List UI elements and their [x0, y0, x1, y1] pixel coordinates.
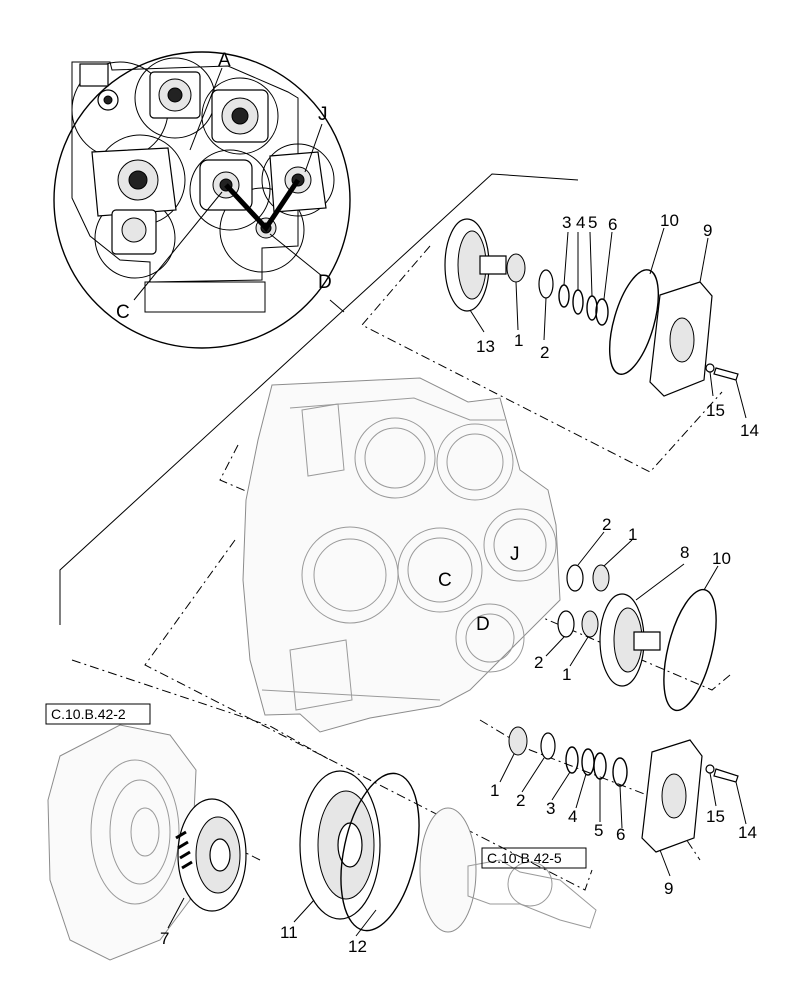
- label-14-bot: 14: [738, 823, 757, 842]
- ref-box-right[interactable]: C.10.B.42-5: [481, 847, 587, 869]
- inset-label-j: J: [318, 104, 328, 125]
- label-2-mid-upper: 2: [602, 515, 611, 534]
- inset-leader: [59, 173, 579, 625]
- inset-label-a: A: [218, 50, 231, 71]
- part-14-bolt-bot: [713, 768, 739, 783]
- label-6-top: 6: [608, 215, 617, 234]
- part-1-bearing-bot: [508, 726, 528, 756]
- ref-flywheel-right: [419, 807, 477, 933]
- ref-right-text: C.10.B.42-5: [487, 850, 562, 866]
- part-15-washer-top: [705, 363, 715, 373]
- part-12-oring: [340, 772, 420, 932]
- part-2-cup-mid-lower: [557, 610, 575, 638]
- label-1-mid-lower: 1: [562, 665, 571, 684]
- label-3-top: 3: [562, 213, 571, 232]
- part-4-ring-bot: [581, 748, 595, 776]
- ref-box-left[interactable]: C.10.B.42-2: [45, 703, 151, 725]
- part-2-cup-mid-upper: [566, 564, 584, 592]
- inset-housing-base: [144, 281, 266, 313]
- part-10-oring-mid: [663, 588, 717, 712]
- part-3-ring-bot: [565, 746, 579, 774]
- label-2-top: 2: [540, 343, 549, 362]
- part-14-bolt-top: [713, 367, 739, 381]
- inset-housing-outline: [71, 61, 299, 283]
- label-8-mid: 8: [680, 543, 689, 562]
- inset-gear-path: [224, 178, 301, 233]
- lower-assembly: 1 2 3 4 5 6 9 15 14: [490, 726, 757, 898]
- part-3-ring-top: [558, 284, 570, 308]
- housing-label-d: D: [476, 614, 490, 635]
- inset-label-c: C: [116, 302, 130, 323]
- label-2-mid-lower: 2: [534, 653, 543, 672]
- housing-label-c: C: [438, 570, 452, 591]
- label-6-bot: 6: [616, 825, 625, 844]
- label-2-bot: 2: [516, 791, 525, 810]
- label-15-bot: 15: [706, 807, 725, 826]
- part-10-oring-top: [608, 269, 660, 375]
- part-1-bearing-top: [506, 253, 526, 283]
- inset-label-d: D: [318, 272, 332, 293]
- part-1-bearing-mid-lower: [581, 610, 599, 638]
- ref-left-text: C.10.B.42-2: [51, 706, 126, 722]
- label-1-mid-upper: 1: [628, 525, 637, 544]
- label-1-bot: 1: [490, 781, 499, 800]
- label-9-top: 9: [703, 221, 712, 240]
- part-15-washer-bot: [705, 764, 715, 774]
- label-5-bot: 5: [594, 821, 603, 840]
- label-14-top: 14: [740, 421, 759, 440]
- inset-circle: [53, 51, 351, 349]
- label-10-mid: 10: [712, 549, 731, 568]
- part-5-ring-bot: [593, 752, 607, 780]
- part-2-cup-top: [538, 269, 554, 299]
- label-1-top: 1: [514, 331, 523, 350]
- gear-housing: J C D: [242, 377, 561, 733]
- part-4-ring-top: [572, 289, 584, 315]
- part-5-ring-top: [586, 295, 598, 321]
- part-6-ring-bot: [612, 757, 628, 787]
- housing-label-j: J: [510, 544, 520, 565]
- label-12: 12: [348, 937, 367, 956]
- part-1-bearing-mid-upper: [592, 564, 610, 592]
- inset-detail: A J C D: [53, 50, 351, 349]
- label-11: 11: [280, 923, 298, 942]
- bottom-assembly: 7 11 12: [47, 724, 597, 961]
- label-10-top: 10: [660, 211, 679, 230]
- label-5-top: 5: [588, 213, 597, 232]
- label-7: 7: [160, 929, 169, 948]
- label-15-top: 15: [706, 401, 725, 420]
- label-3-bot: 3: [546, 799, 555, 818]
- label-4-bot: 4: [568, 807, 577, 826]
- part-2-cup-bot: [540, 732, 556, 760]
- label-9-bot: 9: [664, 879, 673, 898]
- label-4-top: 4: [576, 213, 585, 232]
- label-13-top: 13: [476, 337, 495, 356]
- ref-housing-left: [47, 724, 197, 961]
- part-6-ring-top: [595, 298, 609, 326]
- top-assembly: 13 1 2 3 4 5 6 10 9 15 14: [444, 211, 759, 440]
- middle-assembly: 2 1 8 10 2 1: [534, 515, 731, 712]
